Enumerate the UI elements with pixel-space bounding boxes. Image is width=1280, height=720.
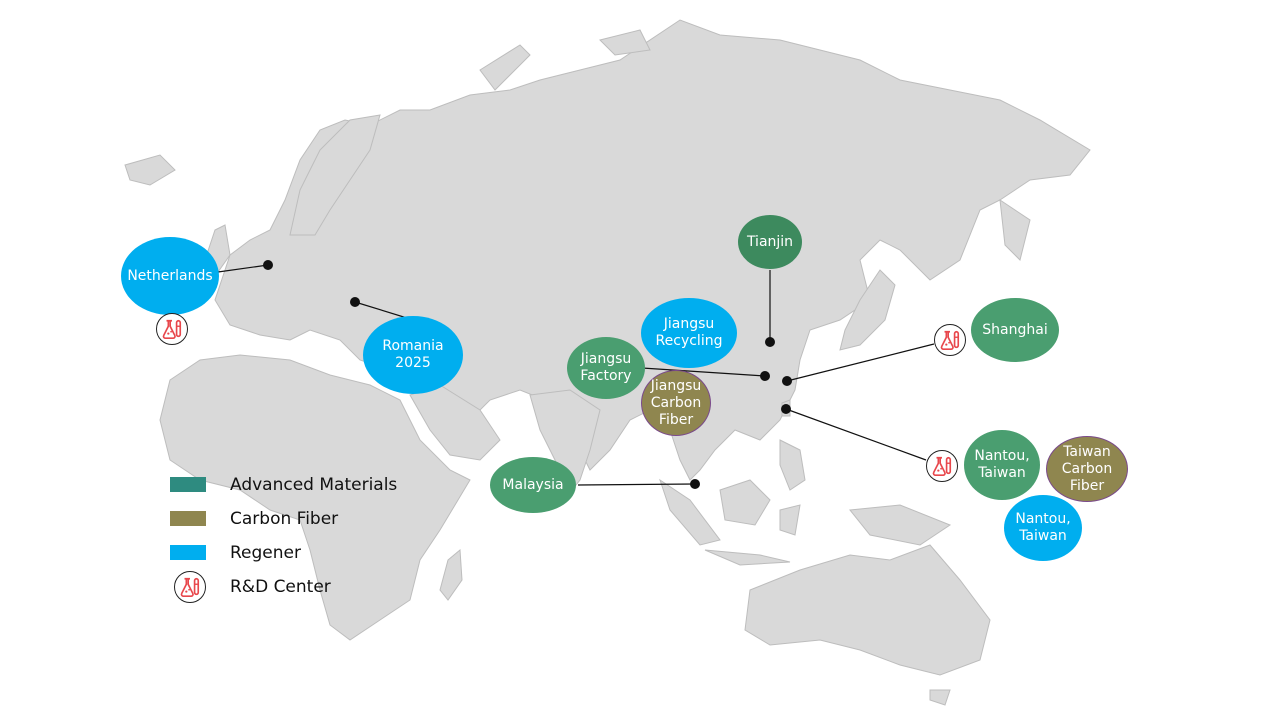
location-shanghai[interactable]: Shanghai	[971, 298, 1059, 362]
legend-swatch	[170, 545, 206, 560]
connector-lines	[217, 264, 935, 486]
dot-tianjin	[765, 337, 775, 347]
location-tianjin[interactable]: Tianjin	[738, 215, 802, 269]
location-taiwan-carbon-fiber[interactable]: Taiwan Carbon Fiber	[1046, 436, 1128, 502]
line-shanghai	[786, 343, 935, 382]
land-philippines	[779, 439, 806, 491]
location-label: Netherlands	[127, 267, 213, 284]
dot-taiwan	[781, 404, 791, 414]
location-dots	[263, 260, 792, 489]
lab-flask-icon	[174, 571, 206, 603]
location-label: Shanghai	[982, 321, 1048, 338]
land-india	[529, 389, 601, 497]
lab-flask-icon	[931, 455, 953, 477]
location-label: Nantou, Taiwan	[974, 448, 1030, 481]
land-sumatra	[659, 478, 721, 546]
land-iceland	[124, 154, 176, 186]
legend-swatch	[170, 477, 206, 492]
land-sulawesi	[779, 504, 801, 536]
legend: Advanced Materials Carbon Fiber Regener …	[170, 468, 397, 604]
dot-shanghai	[782, 376, 792, 386]
line-netherlands	[217, 264, 269, 273]
location-jiangsu-recycling[interactable]: Jiangsu Recycling	[641, 298, 737, 368]
line-jiangsu	[641, 367, 766, 377]
location-jiangsu-factory[interactable]: Jiangsu Factory	[567, 337, 645, 399]
legend-label: Regener	[230, 543, 301, 563]
legend-item-rd-center: R&D Center	[170, 570, 397, 604]
line-malaysia	[577, 483, 696, 486]
rd-center-netherlands	[156, 313, 188, 345]
line-taiwan	[785, 408, 927, 461]
dot-jiangsu	[760, 371, 770, 381]
legend-swatch	[170, 511, 206, 526]
land-kamchatka	[999, 198, 1031, 261]
location-label: Malaysia	[502, 476, 564, 493]
legend-label: R&D Center	[230, 577, 331, 597]
location-label: Tianjin	[746, 233, 794, 250]
legend-item-regener: Regener	[170, 536, 397, 570]
location-label: Jiangsu Recycling	[655, 316, 723, 349]
lab-flask-icon	[161, 318, 183, 340]
land-madagascar	[439, 548, 463, 601]
lab-flask-icon	[939, 329, 961, 351]
land-new-guinea	[849, 504, 952, 546]
land-scandinavia	[289, 114, 381, 236]
land-arabia	[409, 384, 501, 461]
location-nantou-regener[interactable]: Nantou, Taiwan	[1004, 495, 1082, 561]
location-netherlands[interactable]: Netherlands	[121, 237, 219, 315]
land-tasmania	[929, 689, 951, 706]
legend-label: Carbon Fiber	[230, 509, 339, 529]
legend-item-advanced-materials: Advanced Materials	[170, 468, 397, 502]
land-borneo	[719, 479, 771, 526]
location-label: Nantou, Taiwan	[1015, 511, 1071, 544]
location-romania[interactable]: Romania 2025	[363, 316, 463, 394]
rd-center-taiwan	[926, 450, 958, 482]
location-label: Romania 2025	[382, 338, 444, 371]
land-arctic-islands	[599, 29, 651, 56]
dot-netherlands	[263, 260, 273, 270]
land-novaya-zemlya	[479, 44, 531, 91]
legend-label: Advanced Materials	[230, 475, 398, 495]
location-label: Jiangsu Carbon Fiber	[650, 377, 702, 428]
land-java	[704, 549, 791, 566]
location-malaysia[interactable]: Malaysia	[490, 457, 576, 513]
land-japan	[839, 269, 896, 351]
dot-malaysia	[690, 479, 700, 489]
location-nantou-advanced-materials[interactable]: Nantou, Taiwan	[964, 430, 1040, 500]
location-jiangsu-carbon-fiber[interactable]: Jiangsu Carbon Fiber	[641, 370, 711, 436]
location-label: Taiwan Carbon Fiber	[1061, 443, 1113, 494]
land-australia	[744, 544, 991, 676]
land-africa	[159, 354, 471, 641]
dot-romania	[350, 297, 360, 307]
legend-item-carbon-fiber: Carbon Fiber	[170, 502, 397, 536]
rd-center-shanghai	[934, 324, 966, 356]
location-label: Jiangsu Factory	[580, 351, 632, 384]
